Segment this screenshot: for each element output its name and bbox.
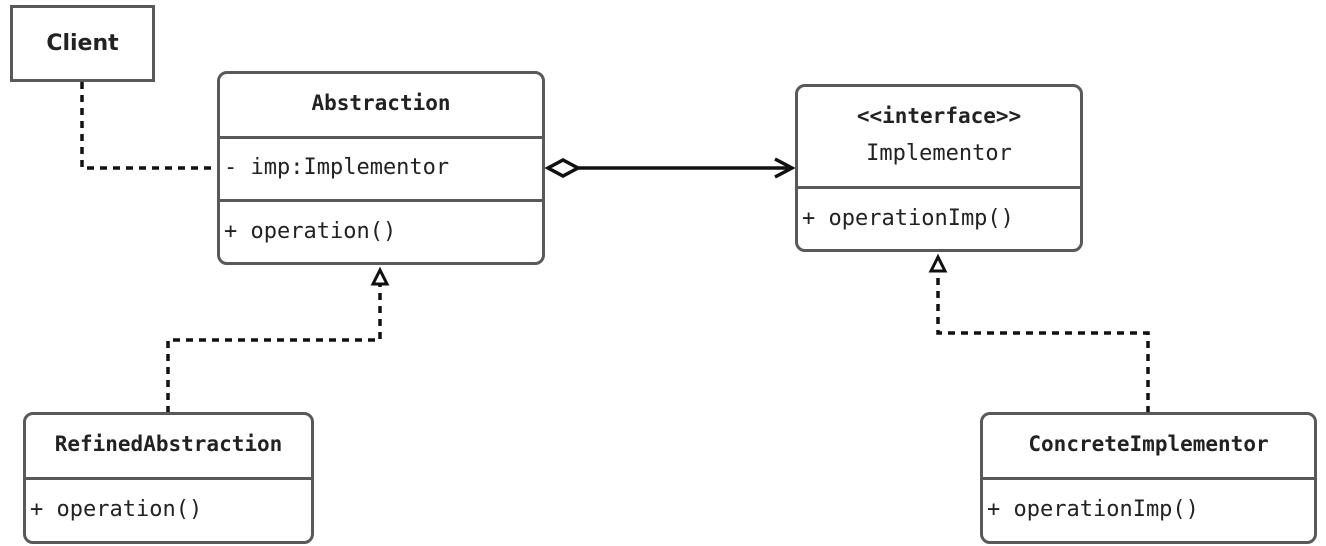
implementor-stereotype: <<interface>> (856, 104, 1022, 128)
aggregation-arrowhead (774, 157, 796, 179)
refined-abstraction-methods: + operation() (26, 477, 311, 540)
refined-abstraction-arrowhead (370, 266, 390, 286)
abstraction-name: Abstraction (311, 91, 451, 115)
abstraction-field: - imp:Implementor (224, 155, 450, 180)
abstraction-methods: + operation() (220, 199, 542, 262)
concrete-implementor-methods: + operationImp() (983, 477, 1314, 540)
aggregation-diamond (544, 158, 582, 178)
refined-abstraction-name: RefinedAbstraction (54, 432, 283, 456)
refined-abstraction-method: + operation() (30, 497, 203, 522)
client-dependency-line (80, 82, 218, 170)
concrete-implementor-arrowhead (928, 253, 948, 273)
implementor-interface: <<interface>> Implementor + operationImp… (795, 84, 1083, 252)
refined-abstraction-generalization-line (166, 284, 382, 413)
concrete-implementor-realization-line (936, 271, 1150, 413)
abstraction-class: Abstraction - imp:Implementor + operatio… (217, 71, 545, 265)
concrete-implementor-class: ConcreteImplementor + operationImp() (980, 412, 1317, 544)
implementor-name: Implementor (866, 141, 1012, 166)
refined-abstraction-class: RefinedAbstraction + operation() (23, 412, 314, 544)
implementor-header: <<interface>> Implementor (798, 87, 1080, 186)
client-label: Client (46, 31, 119, 56)
abstraction-fields: - imp:Implementor (220, 136, 542, 199)
implementor-methods: + operationImp() (798, 186, 1080, 249)
concrete-implementor-name: ConcreteImplementor (1028, 432, 1269, 456)
concrete-implementor-method: + operationImp() (987, 497, 1199, 522)
abstraction-method: + operation() (224, 219, 397, 244)
client-box: Client (10, 5, 155, 82)
implementor-method: + operationImp() (802, 206, 1014, 231)
